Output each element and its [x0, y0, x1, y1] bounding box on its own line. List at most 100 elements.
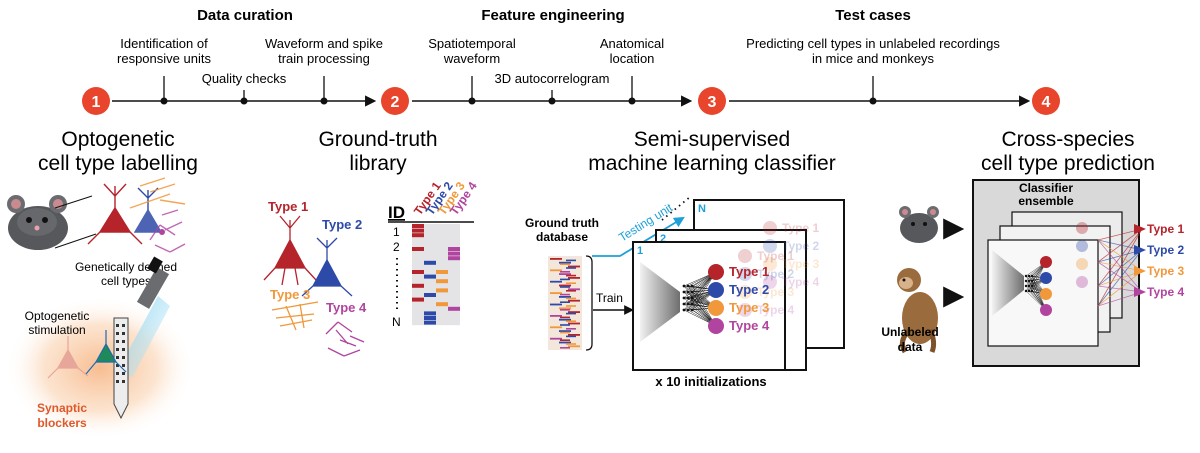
database-stripe: [566, 305, 576, 307]
ensemble-output-node: [1040, 272, 1052, 284]
database-stripe: [560, 309, 570, 311]
svg-text:2: 2: [660, 233, 666, 245]
prediction-type-3: Type 3: [1147, 264, 1184, 278]
ensemble-vote-line: [1097, 261, 1143, 293]
matrix-cell: [412, 297, 424, 302]
milestone-quality-checks: Quality checks: [202, 71, 287, 86]
ghost-output-node: [763, 239, 777, 253]
library-id-header: ID: [388, 203, 405, 222]
step-badge-2: 2: [381, 87, 409, 115]
matrix-cell: [448, 306, 460, 311]
ensemble-network: [992, 222, 1088, 316]
database-stripe: [559, 318, 571, 321]
matrix-cell: [424, 316, 436, 320]
prediction-arrowhead: [1134, 245, 1146, 255]
database-stripe: [550, 269, 562, 272]
database-stripe: [566, 343, 576, 345]
database-stripe: [559, 341, 571, 344]
ghost-output-node: [763, 275, 777, 289]
matrix-cell: [448, 251, 460, 256]
database-stripe: [560, 339, 570, 341]
milestone-predicting: Predicting cell types in unlabeled recor…: [746, 36, 1000, 66]
library-type-2: Type 2: [322, 217, 362, 232]
neuron-icon: [87, 177, 186, 253]
database-stripe: [568, 265, 580, 268]
hidden-node: [686, 302, 690, 306]
svg-text:1: 1: [92, 94, 101, 111]
output-label-2: Type 2: [729, 282, 769, 297]
database-stripe: [560, 271, 570, 273]
output-label-4: Type 4: [729, 318, 770, 333]
database-stripe: [566, 297, 576, 300]
library-row-1: 1: [393, 225, 400, 239]
hidden-node: [686, 290, 690, 294]
library-type-3: Type 3: [270, 287, 310, 302]
matrix-cell: [436, 288, 448, 293]
ensemble-hidden-node: [1027, 284, 1031, 288]
output-label-3: Type 3: [729, 300, 769, 315]
database-stripe: [566, 328, 576, 330]
ensemble-funnel: [992, 250, 1024, 316]
database-stripe: [560, 331, 570, 334]
library-row-n: N: [392, 315, 401, 329]
ensemble-back-node: [1076, 222, 1088, 234]
hidden-node: [682, 284, 686, 288]
matrix-cell: [448, 256, 460, 261]
database-stripe: [559, 273, 571, 275]
hidden-node: [686, 284, 690, 288]
ghost-output-label: Type 3: [782, 257, 819, 271]
database-stripe: [566, 274, 576, 277]
hidden-node: [690, 308, 694, 312]
svg-text:2: 2: [391, 94, 400, 111]
hidden-node: [682, 302, 686, 306]
matrix-cell: [448, 247, 460, 251]
ghost-output-label: Type 1: [757, 249, 794, 263]
svg-text:1: 1: [637, 245, 643, 257]
database-stripe: [568, 288, 580, 291]
database-matrix: [548, 256, 582, 350]
database-stripe: [560, 347, 570, 349]
ensemble-hidden-node: [1024, 289, 1028, 293]
ensemble-vote-line: [1097, 228, 1143, 287]
phase-feature-engineering: Feature engineering: [481, 7, 624, 24]
ensemble-vote-line: [1097, 270, 1143, 307]
database-stripe: [550, 315, 562, 317]
timeline: [112, 76, 1031, 107]
svg-text:3: 3: [708, 94, 717, 111]
prediction-arrowhead: [1134, 287, 1146, 297]
ghost-output-node: [738, 285, 752, 299]
ensemble-output-node: [1040, 256, 1052, 268]
ghost-output-label: Type 4: [757, 303, 794, 317]
hidden-node: [690, 296, 694, 300]
database-stripe: [566, 320, 576, 322]
database-stripe: [568, 334, 580, 336]
database-stripe: [560, 263, 570, 265]
ensemble-output-node: [1040, 304, 1052, 316]
prediction-type-4: Type 4: [1147, 285, 1184, 299]
mouse-icon: [899, 206, 939, 243]
ensemble-hidden-node: [1024, 274, 1028, 278]
database-stripe: [550, 303, 562, 306]
stim-neurons: [47, 330, 127, 379]
matrix-cell: [412, 270, 424, 274]
matrix-cell: [424, 293, 436, 297]
output-node-2: [708, 282, 724, 298]
step-badge-3: 3: [698, 87, 726, 115]
database-stripe: [566, 267, 576, 269]
prediction-type-1: Type 1: [1147, 222, 1184, 236]
database-stripe: [566, 282, 576, 284]
mouse-icon: [7, 195, 68, 250]
database-stripe: [559, 330, 571, 332]
database-stripe: [550, 292, 562, 294]
